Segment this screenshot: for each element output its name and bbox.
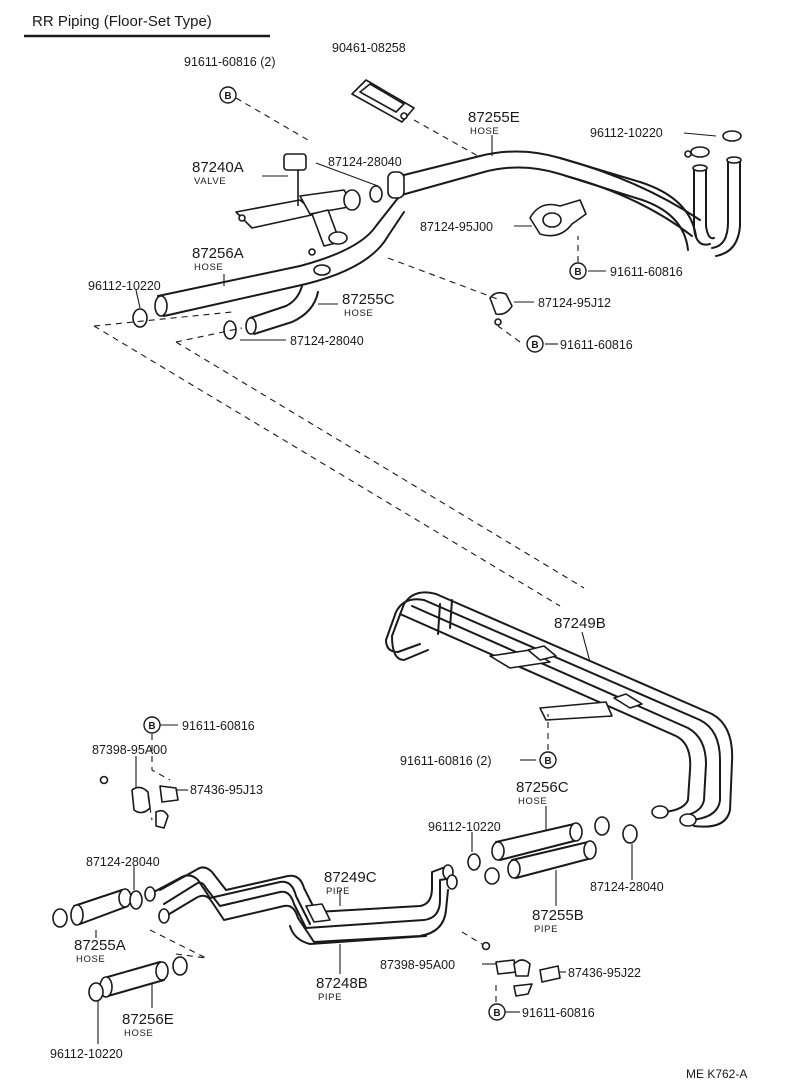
reference-lines-lower <box>147 714 549 1002</box>
label-96112-10220-bottom: 96112-10220 <box>50 1047 123 1061</box>
elbow-pipes-top-right <box>692 156 742 257</box>
label-87248b-sub: PIPE <box>318 992 342 1003</box>
svg-text:B: B <box>224 91 231 102</box>
label-91611-60816-2-top: 91611-60816 (2) <box>184 55 276 69</box>
label-87436-95j22: 87436-95J22 <box>568 966 641 980</box>
svg-text:B: B <box>148 721 155 732</box>
label-87240a-sub: VALVE <box>194 176 226 187</box>
label-87398-95a00-right: 87398-95A00 <box>380 958 455 972</box>
label-87256e: 87256E <box>122 1011 174 1028</box>
bolt-marker-b-6: B <box>488 1003 506 1021</box>
label-96112-10220-top-right: 96112-10220 <box>590 126 663 140</box>
clamp-87436-95j13 <box>99 775 179 829</box>
valve-87240a <box>235 153 361 256</box>
label-87255e-sub: HOSE <box>470 126 499 137</box>
hose-87256e <box>88 956 188 1002</box>
hose-87256a <box>154 197 405 317</box>
label-87255a: 87255A <box>74 937 126 954</box>
label-87256a-sub: HOSE <box>194 262 223 273</box>
label-91611-60816-mid-left: 91611-60816 <box>182 719 255 733</box>
label-87124-95j00: 87124-95J00 <box>420 220 493 234</box>
label-87256c-sub: HOSE <box>518 796 547 807</box>
svg-text:B: B <box>493 1008 500 1019</box>
hose-87255a <box>52 888 143 928</box>
bolt-marker-b-2: B <box>569 262 587 280</box>
label-87249b: 87249B <box>554 615 606 632</box>
label-87255e: 87255E <box>468 109 520 126</box>
bolt-marker-b-1: B <box>219 86 237 104</box>
label-87256e-sub: HOSE <box>124 1028 153 1039</box>
reference-lines-upper <box>93 97 585 607</box>
svg-text:B: B <box>531 340 538 351</box>
label-87256a: 87256A <box>192 245 244 262</box>
label-96112-10220-left: 96112-10220 <box>88 279 161 293</box>
label-87255b: 87255B <box>532 907 584 924</box>
bracket-90461 <box>351 79 415 123</box>
svg-text:B: B <box>544 756 551 767</box>
clamp-96112-top-right <box>684 130 742 158</box>
label-87398-95a00-left: 87398-95A00 <box>92 743 167 757</box>
svg-text:B: B <box>574 267 581 278</box>
label-87124-28040-left: 87124-28040 <box>86 855 160 869</box>
bolt-marker-b-5: B <box>539 751 557 769</box>
label-91611-60816-right-1: 91611-60816 <box>610 265 683 279</box>
label-87255c-sub: HOSE <box>344 308 373 319</box>
bolt-marker-b-3: B <box>526 335 544 353</box>
hose-87255e <box>387 150 701 251</box>
bolt-marker-b-4: B <box>143 716 161 734</box>
hose-87255c <box>245 285 319 335</box>
label-91611-60816-right-2: 91611-60816 <box>560 338 633 352</box>
label-87240a: 87240A <box>192 159 244 176</box>
leader-lines <box>95 132 717 1044</box>
label-87255b-sub: PIPE <box>534 924 558 935</box>
clamp-87436-95j22 <box>481 941 561 997</box>
label-91611-60816-bottom: 91611-60816 <box>522 1006 595 1020</box>
label-87248b: 87248B <box>316 975 368 992</box>
clamps-upper <box>132 185 383 340</box>
clamp-87124-95j00 <box>529 199 587 237</box>
diagram-code: ME K762-A <box>686 1067 747 1081</box>
label-87249c-sub: PIPE <box>326 886 350 897</box>
label-91611-60816-2-mid: 91611-60816 (2) <box>400 754 492 768</box>
label-87255a-sub: HOSE <box>76 954 105 965</box>
label-90461-08258: 90461-08258 <box>332 41 406 55</box>
label-96112-10220-mid: 96112-10220 <box>428 820 501 834</box>
pipes-87256c-87255b <box>467 816 638 885</box>
pipe-87249c-87248b <box>144 864 458 945</box>
label-87124-28040-top: 87124-28040 <box>328 155 402 169</box>
label-87249c: 87249C <box>324 869 377 886</box>
diagram-title: RR Piping (Floor-Set Type) <box>32 13 212 30</box>
label-87436-95j13: 87436-95J13 <box>190 783 263 797</box>
label-87124-95j12: 87124-95J12 <box>538 296 611 310</box>
label-87255c: 87255C <box>342 291 395 308</box>
label-87124-28040-right: 87124-28040 <box>590 880 664 894</box>
part-labels: 91611-60816 (2) 90461-08258 87255E HOSE … <box>50 41 683 1061</box>
label-87256c: 87256C <box>516 779 569 796</box>
pipe-87249b <box>385 591 734 828</box>
label-87124-28040-mid: 87124-28040 <box>290 334 364 348</box>
